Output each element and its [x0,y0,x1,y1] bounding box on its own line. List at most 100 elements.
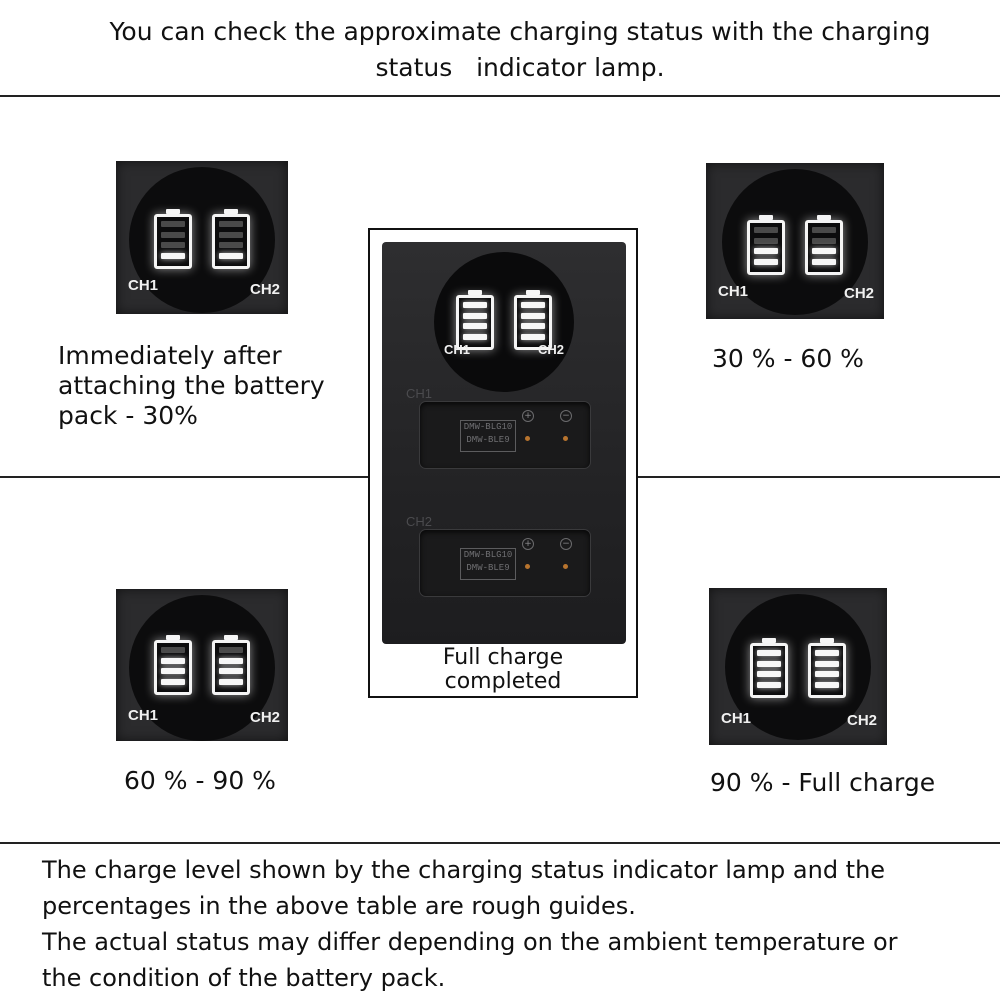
battery-lamp-icon [750,638,788,698]
contact-pin [525,564,530,569]
lamp-segment [463,312,487,319]
indicator-dome [129,595,275,741]
lamp-segment [757,671,781,678]
lamp-segment [521,312,545,319]
lamp-segment [757,650,781,656]
lamp-segment [161,231,185,238]
caption-line: attaching the battery [58,371,325,400]
battery-lamp-pair [747,215,843,275]
lamp-segment [812,237,836,244]
lamp-segment [463,302,487,308]
caption-bottom-left: 60 % - 90 % [124,766,364,796]
contact-pin [563,564,568,569]
battery-lamp-icon [212,209,250,269]
lamp-segment [815,660,839,667]
lamp-segment [161,252,185,259]
lamp-segment [219,678,243,685]
lamp-segment [219,647,243,653]
lamp-segment [521,333,545,340]
ch1-label: CH1 [128,277,159,294]
ch2-label: CH2 [249,709,280,726]
lamp-segment [161,657,185,664]
battery-lamp-pair [456,290,552,350]
battery-lamp-icon [456,290,494,350]
caption-top-left: Immediately after attaching the battery … [58,341,358,431]
lamp-segment [161,221,185,227]
minus-terminal-icon: − [560,410,572,422]
battery-lamp-icon [805,215,843,275]
ch1-label: CH1 [721,710,752,727]
plate-line: DMW-BLG10 [463,422,513,432]
contact-pin [525,436,530,441]
lamp-segment [161,242,185,249]
lamp-segment [161,647,185,653]
ch2-label: CH2 [843,285,874,302]
lamp-segment [812,227,836,233]
battery-slot-2: DMW-BLG10 DMW-BLE9 + − [420,530,590,596]
lamp-segment [812,258,836,265]
caption-line: 90 % - Full charge [710,768,936,797]
ch2-label: CH2 [538,342,565,357]
footer-line: The charge level shown by the charging s… [42,856,886,884]
lamp-segment [219,252,243,259]
lamp-segment [754,227,778,233]
indicator-photo-bottom-left: CH1 CH2 [116,589,288,741]
battery-lamp-pair [154,635,250,695]
battery-lamp-icon [154,209,192,269]
divider-middle-right [636,476,1000,478]
dual-charger-image: CH1 CH2 CH1 DMW-BLG10 DMW-BLE9 + − CH2 D… [382,242,626,644]
battery-lamp-pair [750,638,846,698]
lamp-segment [219,242,243,249]
indicator-photo-top-right: CH1 CH2 [706,163,884,319]
lamp-segment [754,248,778,255]
lamp-segment [161,678,185,685]
lamp-segment [815,681,839,688]
indicator-dome [722,169,868,315]
footer-note: The charge level shown by the charging s… [42,852,982,996]
lamp-segment [757,660,781,667]
ch2-label: CH2 [249,281,280,298]
caption-line: completed [444,669,562,694]
lamp-segment [219,657,243,664]
lamp-segment [815,650,839,656]
header-text: You can check the approximate charging s… [40,14,1000,86]
slot-2-label: CH2 [406,514,433,529]
caption-line: 60 % - 90 % [124,766,276,795]
caption-line: Immediately after [58,341,282,370]
charger-caption: Full charge completed [370,646,636,694]
battery-lamp-icon [154,635,192,695]
ch1-label: CH1 [718,283,749,300]
header-line-1: You can check the approximate charging s… [109,17,931,46]
ch2-label: CH2 [846,712,877,729]
lamp-segment [754,258,778,265]
indicator-photo-bottom-right: CH1 CH2 [709,588,887,745]
lamp-segment [812,248,836,255]
indicator-dome [725,594,871,740]
plus-terminal-icon: + [522,410,534,422]
indicator-dome [129,167,275,313]
contact-pin [563,436,568,441]
lamp-segment [219,221,243,227]
lamp-segment [219,668,243,675]
lamp-segment [815,671,839,678]
lamp-segment [521,323,545,330]
caption-line: 30 % - 60 % [712,344,864,373]
battery-slot-1: DMW-BLG10 DMW-BLE9 + − [420,402,590,468]
lamp-segment [463,323,487,330]
divider-middle-left [0,476,368,478]
footer-line: the condition of the battery pack. [42,964,446,992]
lamp-segment [463,333,487,340]
charger-photo-frame: CH1 CH2 CH1 DMW-BLG10 DMW-BLE9 + − CH2 D… [368,228,638,698]
plus-terminal-icon: + [522,538,534,550]
divider-bottom [0,842,1000,844]
slot-2-model-plate: DMW-BLG10 DMW-BLE9 [460,548,516,580]
lamp-segment [757,681,781,688]
slot-1-model-plate: DMW-BLG10 DMW-BLE9 [460,420,516,452]
caption-bottom-right: 90 % - Full charge [710,768,980,798]
header-line-2: status indicator lamp. [375,53,665,82]
ch1-label: CH1 [128,707,159,724]
lamp-segment [219,231,243,238]
battery-lamp-icon [808,638,846,698]
battery-lamp-pair [154,209,250,269]
lamp-segment [161,668,185,675]
